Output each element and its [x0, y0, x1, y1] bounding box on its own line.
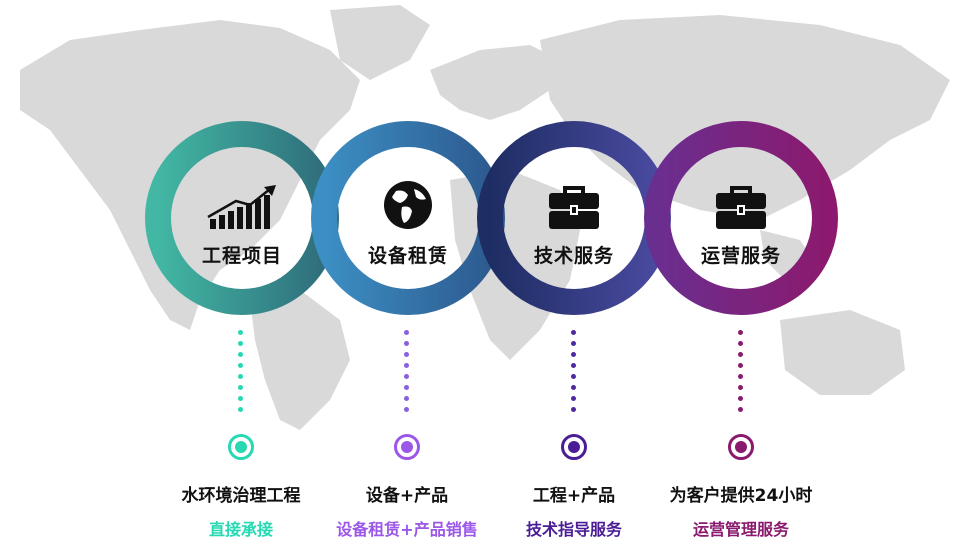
step-2-connector	[404, 330, 410, 412]
step-1-connector	[238, 330, 244, 412]
step-1-label: 工程项目	[201, 244, 282, 267]
ring-4	[644, 121, 838, 315]
step-3-target-icon	[561, 434, 587, 460]
step-4-ring-content: 运营服务	[641, 118, 841, 318]
step-1-highlight: 直接承接	[208, 520, 273, 539]
step-4-connector	[738, 330, 744, 412]
step-2-label: 设备租赁	[367, 244, 448, 267]
step-4-label: 运营服务	[700, 244, 781, 267]
step-4-target-icon	[728, 434, 754, 460]
step-3-connector	[571, 330, 577, 412]
step-4-caption-text: 为客户提供24小时	[669, 486, 813, 506]
step-1-target-icon	[228, 434, 254, 460]
step-2-caption-text: 设备+产品	[365, 486, 449, 506]
step-3-ring-content: 技术服务	[474, 118, 674, 318]
step-1-caption-text: 水环境治理工程	[181, 486, 301, 506]
step-2-caption: 设备+产品 设备租赁+产品销售	[307, 481, 507, 540]
step-4-caption: 为客户提供24小时 运营管理服务	[641, 481, 841, 540]
step-3-caption-text: 工程+产品	[532, 486, 616, 506]
step-3-highlight: 技术指导服务	[525, 520, 622, 539]
step-4-highlight: 运营管理服务	[692, 520, 789, 539]
briefcase-icon	[534, 169, 614, 231]
step-3-label: 技术服务	[533, 244, 614, 267]
growth-chart-icon	[202, 169, 282, 231]
briefcase-icon	[701, 169, 781, 231]
step-2-highlight: 设备租赁+产品销售	[336, 520, 478, 539]
step-1-caption: 水环境治理工程 直接承接	[141, 481, 341, 540]
step-3-caption: 工程+产品 技术指导服务	[474, 481, 674, 540]
globe-icon	[368, 169, 448, 231]
step-1-ring-content: 工程项目	[142, 118, 342, 318]
step-2-ring-content: 设备租赁	[308, 118, 508, 318]
step-2-target-icon	[394, 434, 420, 460]
